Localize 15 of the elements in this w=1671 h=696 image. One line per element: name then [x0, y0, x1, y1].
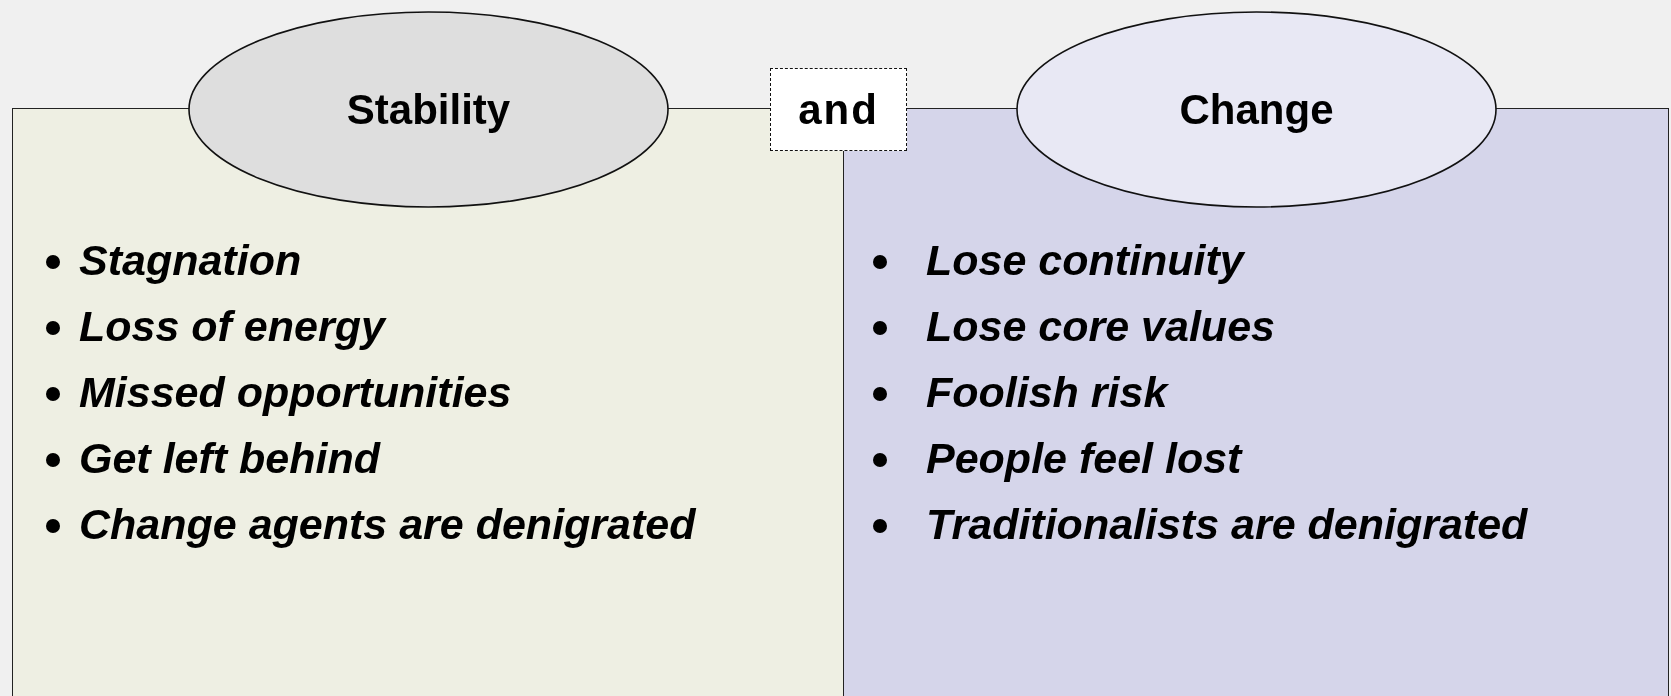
bullet-text: Foolish risk — [926, 368, 1168, 416]
bullet-text: Change agents are denigrated — [79, 500, 696, 548]
heading-ellipse — [188, 11, 669, 208]
bullet-text: Traditionalists are denigrated — [926, 500, 1528, 548]
bullet-text: Missed opportunities — [79, 368, 512, 416]
heading-text: Stability — [346, 85, 511, 134]
bullet-text: Get left behind — [79, 434, 380, 482]
heading-ellipse — [1016, 11, 1497, 208]
bullet-text: People feel lost — [926, 434, 1242, 482]
bullet-text: Loss of energy — [79, 302, 385, 350]
heading-text: Change — [1179, 85, 1334, 134]
bullet-text: Stagnation — [79, 236, 302, 284]
bullet-text: Lose continuity — [926, 236, 1244, 284]
bullet-text: Lose core values — [926, 302, 1275, 350]
connector-box: and — [770, 68, 907, 151]
